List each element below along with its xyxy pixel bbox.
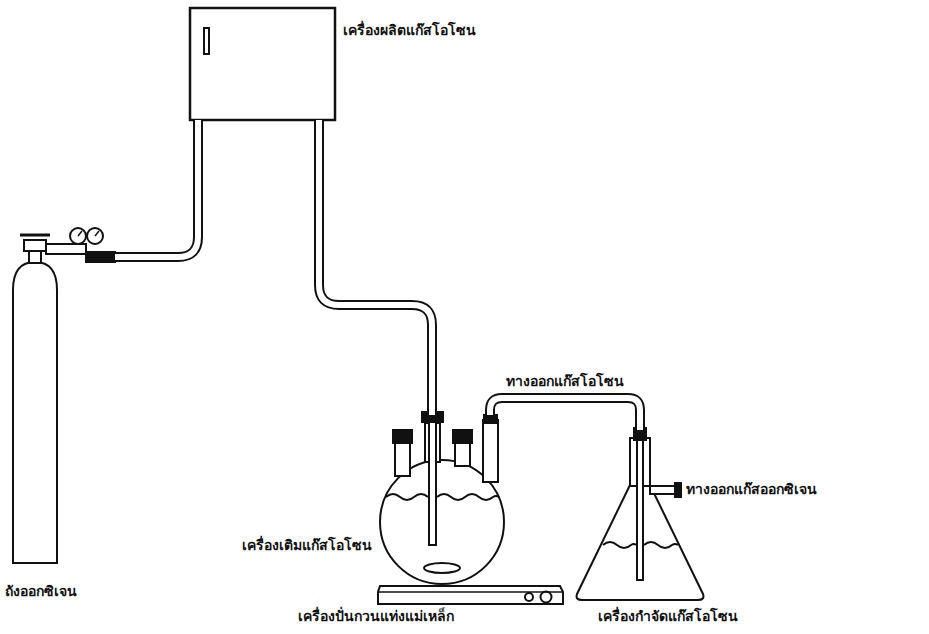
gas-hose xyxy=(319,120,432,415)
hose-label: ทางออกแก๊สโอโซน xyxy=(503,373,627,390)
gas-hose xyxy=(115,120,198,257)
ozone-generator: เครื่องผลิตแก๊สโอโซน xyxy=(190,8,335,120)
destroyer-label: เครื่องกำจัดแก๊สโอโซน xyxy=(598,608,738,625)
hose-bore xyxy=(115,120,198,257)
oxygen-outlet-label: ทางออกแก๊สออกซิเจน xyxy=(686,481,817,498)
tank-label: ถังออกซิเจน xyxy=(5,583,77,600)
oxygen-tank: ถังออกซิเจน xyxy=(5,228,115,563)
stirrer-label: เครื่องปั่นกวนแท่งแม่เหล็ก xyxy=(298,608,454,625)
hose-bore xyxy=(490,398,640,430)
hose-outline xyxy=(319,120,432,415)
diffuser-label: เครื่องเติมแก๊สโอโซน xyxy=(242,537,372,554)
generator-label: เครื่องผลิตแก๊สโอโซน xyxy=(343,22,476,39)
gas-hose xyxy=(490,398,640,430)
hose-bore xyxy=(319,120,432,415)
hose-outline xyxy=(490,398,640,430)
hose-outline xyxy=(115,120,198,257)
magnetic-stirrer: เครื่องปั่นกวนแท่งแม่เหล็ก xyxy=(370,415,565,605)
ozone-destroyer: เครื่องกำจัดแก๊สโอโซน xyxy=(570,430,715,600)
